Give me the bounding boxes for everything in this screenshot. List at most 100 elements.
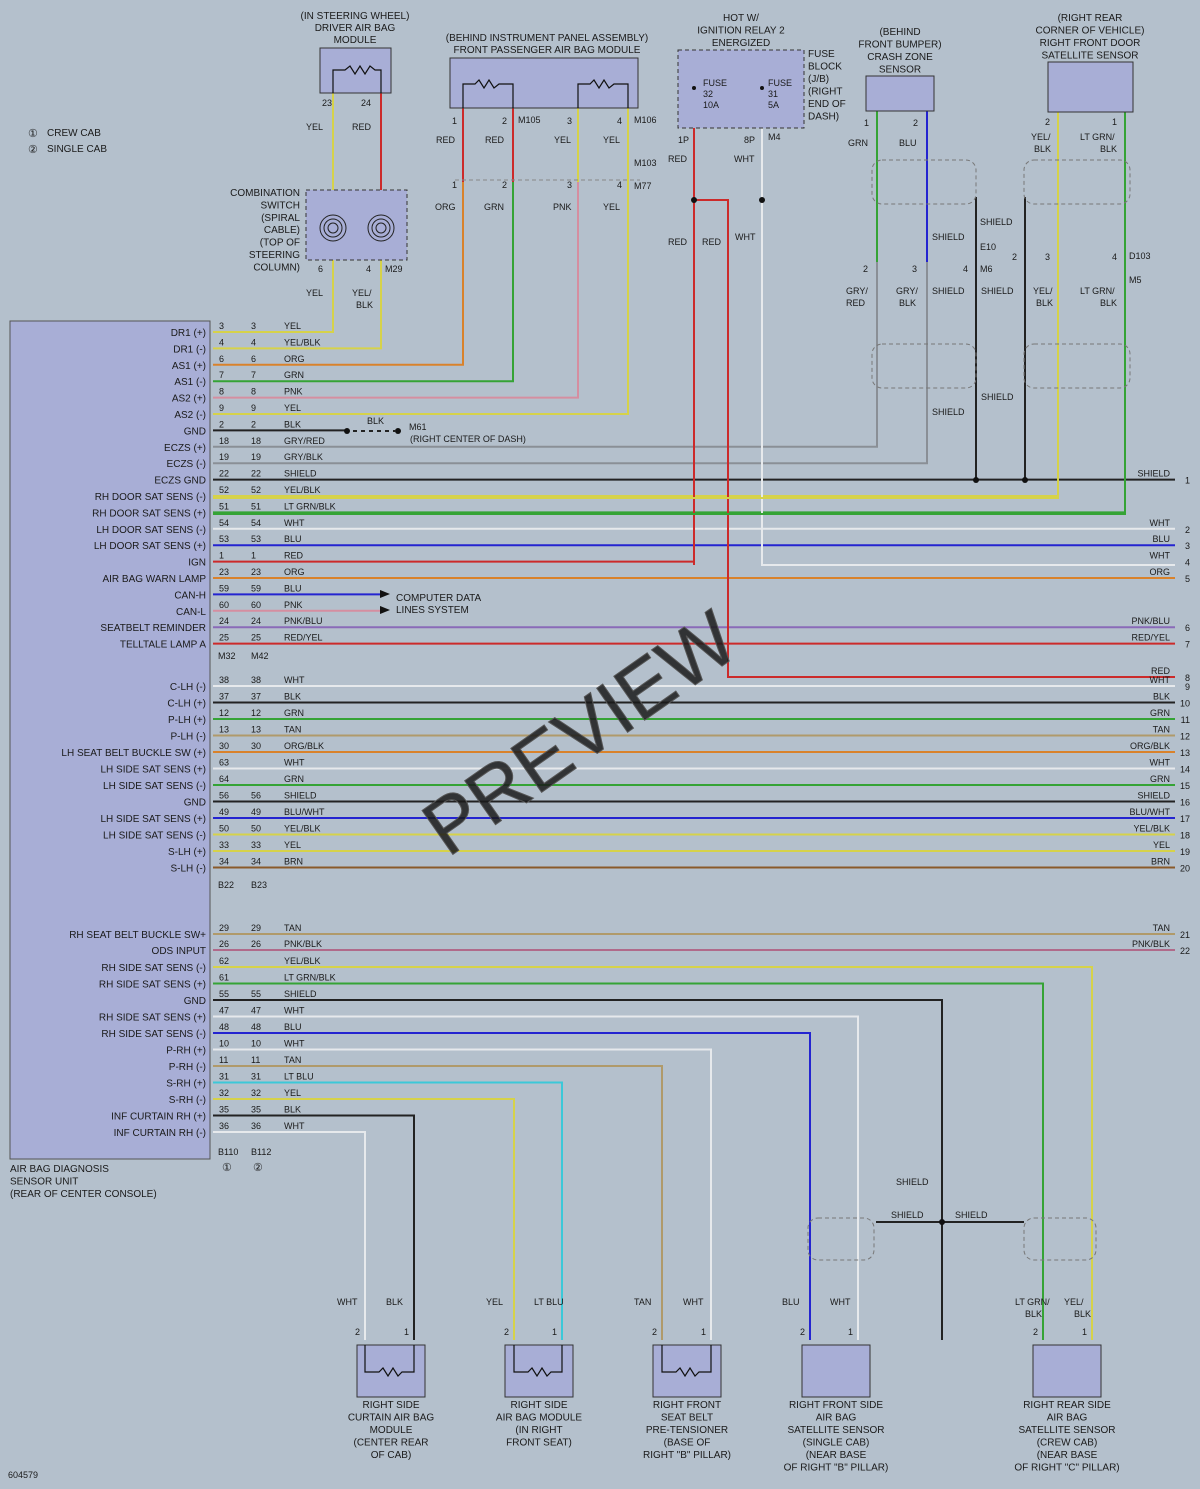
- pin-num: 1: [404, 1327, 409, 1337]
- pin-num: 2: [1012, 252, 1017, 262]
- wire-label: BLK: [1025, 1309, 1042, 1319]
- pin-function-label: AS1 (+): [172, 361, 206, 372]
- wire-color-label: ORG: [284, 567, 305, 577]
- cavity-b: 32: [251, 1088, 261, 1098]
- pin-num: 2: [355, 1327, 360, 1337]
- cavity-b: 55: [251, 989, 261, 999]
- cavity-b: 51: [251, 501, 261, 511]
- ground-point: [395, 428, 401, 434]
- pin-function-label: RH SIDE SAT SENS (+): [99, 980, 206, 991]
- cavity-b: 1: [251, 551, 256, 561]
- pin-num: 4: [1112, 252, 1117, 262]
- cavity-b: 60: [251, 600, 261, 610]
- pin-function-label: IGN: [188, 558, 206, 569]
- wire-layer: [213, 69, 1175, 1340]
- pin-function-label: RH SIDE SAT SENS (-): [101, 963, 206, 974]
- wire-color-label: BLK: [284, 1105, 301, 1115]
- cavity-b: 56: [251, 791, 261, 801]
- right-wire-label: SHIELD: [1137, 791, 1170, 801]
- cavity-b: 53: [251, 534, 261, 544]
- right-wire-label: ORG: [1149, 567, 1170, 577]
- harness-wire: [213, 1032, 811, 1340]
- wire-color-label: LT BLU: [284, 1072, 314, 1082]
- shield-sleeve: [1023, 159, 1131, 205]
- cavity-b: 33: [251, 840, 261, 850]
- pin-function-label: P-LH (-): [170, 732, 206, 743]
- wire-color-label: TAN: [284, 725, 301, 735]
- pin-function-label: AIR BAG WARN LAMP: [102, 574, 206, 585]
- crash-sensor-caption: SENSOR: [879, 65, 921, 76]
- ref-number: 4: [1185, 558, 1190, 568]
- wire-color-label: TAN: [284, 923, 301, 933]
- pin-function-label: S-RH (+): [166, 1079, 206, 1090]
- fuse-node: [760, 86, 764, 90]
- rear-corner-caption: SATELLITE SENSOR: [1041, 51, 1138, 62]
- harness-wire: [213, 1098, 515, 1340]
- cavity-a: 10: [219, 1039, 229, 1049]
- cavity-a: 4: [219, 337, 224, 347]
- connector-id: M29: [385, 264, 403, 274]
- pin-num: 2: [652, 1327, 657, 1337]
- pin-function-label: RH SIDE SAT SENS (-): [101, 1029, 206, 1040]
- resistor-symbol: [332, 64, 382, 93]
- right-wire-label: WHT: [1150, 518, 1171, 528]
- resistor-symbol: [661, 1345, 712, 1378]
- legend-text: CREW CAB: [47, 128, 101, 139]
- cavity-b: 31: [251, 1072, 261, 1082]
- pin-num: 3: [1045, 252, 1050, 262]
- fuse32-label: FUSE: [703, 78, 727, 88]
- wire-color-label: SHIELD: [284, 989, 317, 999]
- spiral-cable-icon: [323, 218, 343, 238]
- pin-function-label: LH SIDE SAT SENS (+): [101, 814, 207, 825]
- driver-module-caption: DRIVER AIR BAG: [315, 23, 396, 34]
- cavity-b: 22: [251, 469, 261, 479]
- wire-label: GRN: [484, 202, 504, 212]
- pin-num: 4: [366, 264, 371, 274]
- wire-label: BLK: [899, 298, 916, 308]
- pin-num: 4: [963, 264, 968, 274]
- wire-color-label: PNK: [284, 387, 303, 397]
- crash-sensor-caption: (BEHIND: [879, 27, 920, 38]
- right-wire-label: PNK/BLK: [1132, 939, 1170, 949]
- pin-function-label: P-RH (-): [169, 1062, 206, 1073]
- cavity-a: 7: [219, 370, 224, 380]
- cavity-b: 34: [251, 857, 261, 867]
- ref-number: 3: [1185, 541, 1190, 551]
- crash-sensor-caption: CRASH ZONE: [867, 52, 933, 63]
- right-wire-label: YEL/BLK: [1133, 824, 1170, 834]
- resistor-symbol: [462, 78, 514, 108]
- rear-corner-caption: CORNER OF VEHICLE): [1036, 26, 1145, 37]
- pin-num: 23: [322, 98, 332, 108]
- legend-text: SINGLE CAB: [47, 144, 107, 155]
- harness-wire: [213, 1131, 366, 1340]
- harness-wire: [213, 1114, 415, 1340]
- cavity-a: 52: [219, 485, 229, 495]
- wire-label: LT BLU: [534, 1297, 564, 1307]
- wire-color-label: YEL/BLK: [284, 485, 321, 495]
- component-layer: [9, 47, 1134, 1398]
- cavity-a: 62: [219, 956, 229, 966]
- wire-label: PNK: [553, 202, 572, 212]
- bottom-component-caption: (NEAR BASE: [1037, 1450, 1098, 1461]
- wire-label: SHIELD: [981, 286, 1014, 296]
- right-wire-label: BLU: [1152, 534, 1170, 544]
- cavity-a: 49: [219, 807, 229, 817]
- wire-color-label: YEL/BLK: [284, 337, 321, 347]
- pin-function-label: S-LH (+): [168, 847, 206, 858]
- ref-number: 20: [1180, 864, 1190, 874]
- fuse-block-caption: END OF: [808, 99, 846, 110]
- wire-color-label: YEL: [284, 321, 301, 331]
- can-system-label: LINES SYSTEM: [396, 605, 469, 616]
- pin-num: 1: [452, 180, 457, 190]
- cavity-a: 33: [219, 840, 229, 850]
- connector-id: M4: [768, 132, 781, 142]
- passenger-module-caption: (BEHIND INSTRUMENT PANEL ASSEMBLY): [446, 33, 648, 44]
- bottom-component-caption: SATELLITE SENSOR: [787, 1425, 884, 1436]
- right-wire-label: PNK/BLU: [1131, 616, 1170, 626]
- harness-wire: [213, 1065, 663, 1340]
- legend-number: ①: [222, 1162, 232, 1174]
- main-unit-box: [9, 320, 211, 1160]
- connector-id: M6: [980, 264, 993, 274]
- cavity-a: 3: [219, 321, 224, 331]
- right-wire-label: YEL: [1153, 840, 1170, 850]
